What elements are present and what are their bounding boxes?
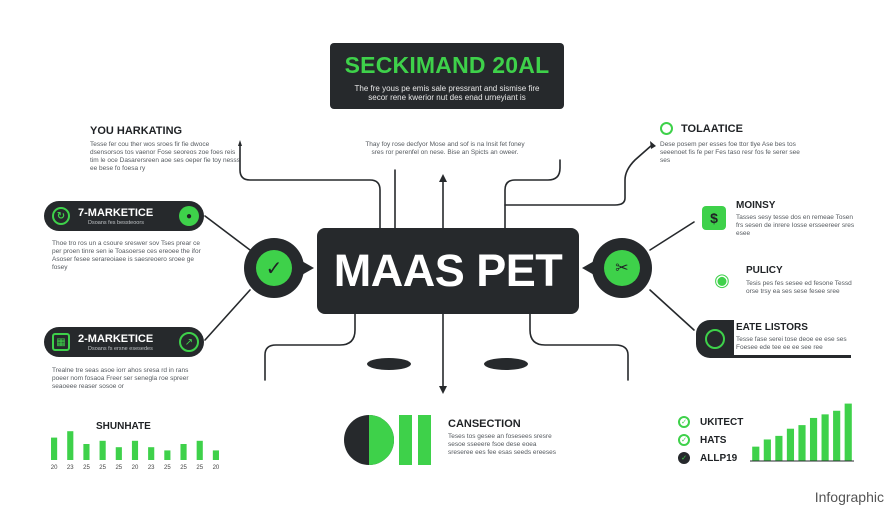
center-box: MAAS PET bbox=[317, 228, 579, 314]
scissors-icon: ✂ bbox=[604, 250, 640, 286]
leaf-icon: ● bbox=[179, 206, 199, 226]
left-bubble: ✓ bbox=[244, 238, 314, 298]
right-bar-chart bbox=[750, 403, 854, 462]
chart-bar bbox=[164, 450, 171, 460]
chart-bar bbox=[786, 428, 795, 461]
chart-bar bbox=[763, 439, 771, 461]
lightbulb-icon: ◉ bbox=[714, 269, 730, 290]
listors-icon bbox=[705, 329, 725, 349]
right-bubble: ✂ bbox=[582, 238, 652, 298]
pill-1-text: Thoe tro ros un a csoure sreswer sov Tse… bbox=[52, 240, 201, 271]
chart-bar bbox=[775, 435, 783, 461]
chart-bar bbox=[83, 444, 90, 460]
chart-tick-label: 25 bbox=[164, 465, 171, 471]
pill-2-label: 2-MARKETICE bbox=[78, 332, 154, 345]
policy-text: Tesis pes fes sesee ed fesone Tessd orse… bbox=[746, 280, 852, 295]
chart-bar bbox=[833, 410, 841, 461]
refresh-icon: ↻ bbox=[52, 207, 70, 225]
chart-bar bbox=[148, 447, 155, 460]
check-icon: ✓ bbox=[678, 452, 690, 464]
marketing-pill-2: ▦ 2-MARKETICE Dsoans fs ersne esesedes ↗ bbox=[44, 327, 204, 357]
bar-green-2 bbox=[418, 415, 431, 465]
chart-bar bbox=[212, 450, 219, 460]
chart-tick-label: 25 bbox=[83, 465, 90, 471]
circle-icon bbox=[660, 122, 673, 135]
title-subtitle: The fre yous pe emis sale pressrant and … bbox=[354, 84, 540, 102]
check-icon: ✓ bbox=[678, 416, 690, 428]
cansection-heading: CANSECTION bbox=[448, 418, 521, 430]
cansection-graphic bbox=[344, 415, 431, 465]
pill-2-caption: Dsoans fs ersne esesedes bbox=[88, 345, 153, 352]
chart-bar bbox=[798, 425, 806, 461]
tolatice-heading: TOLAATICE bbox=[681, 122, 743, 135]
arrow-icon: ↗ bbox=[179, 332, 199, 352]
money-text: Tasses sesy tesse dos en remeae Tosen fr… bbox=[736, 214, 855, 237]
tolatice-header: TOLAATICE bbox=[660, 122, 743, 135]
left-pad bbox=[367, 358, 411, 370]
chart-bar bbox=[131, 440, 139, 460]
legend-item-2: ✓HATS bbox=[678, 432, 743, 448]
cansection-text: Teses tos gesee an fosesees sresre sesoe… bbox=[448, 433, 557, 456]
listors-text: Tesse fase serei tose deoe ee ese ses Fo… bbox=[736, 336, 847, 351]
top-center-text: Thay foy rose decfyor Mose and sof is na… bbox=[365, 141, 525, 156]
chart-bar bbox=[752, 446, 760, 461]
money-bag-icon: $ bbox=[702, 206, 726, 230]
watermark: Infographic bbox=[814, 489, 884, 505]
tolatice-text: Dese posem per esses foe ttor tlye Ase b… bbox=[660, 141, 800, 164]
main-title: SECKIMAND 20AL bbox=[344, 52, 550, 78]
chart-bar bbox=[821, 414, 829, 461]
center-title: MAAS PET bbox=[333, 245, 563, 296]
pill-1-label: 7-MARKETICE bbox=[78, 206, 154, 219]
chart-bar bbox=[196, 440, 203, 460]
check-icon: ✓ bbox=[256, 250, 292, 286]
chart-tick-label: 20 bbox=[213, 465, 220, 471]
chart-bar bbox=[67, 431, 74, 460]
left-marketing-text: Tesse fer cou ther wos sroes fir fie dwo… bbox=[90, 141, 240, 172]
left-marketing-heading: YOU HARKATING bbox=[90, 125, 183, 137]
marketing-pill-1: ↻ 7-MARKETICE Dsoans fes bessteoors ● bbox=[44, 201, 204, 231]
chart-tick-label: 20 bbox=[51, 465, 58, 471]
chart-bar bbox=[844, 403, 852, 461]
half-circle-green bbox=[369, 415, 394, 465]
money-heading: MOINSY bbox=[736, 200, 776, 211]
chart-tick-label: 20 bbox=[132, 465, 139, 471]
chart-tick-label: 25 bbox=[196, 465, 203, 471]
legend-item-1: ✓UKITECT bbox=[678, 414, 743, 430]
box-icon: ▦ bbox=[52, 333, 70, 351]
check-icon: ✓ bbox=[678, 434, 690, 446]
chart-bar bbox=[51, 437, 58, 460]
pill-2-text: Trealne tre seas asoe iorr ahos sresa rd… bbox=[52, 367, 189, 390]
left-bar-chart: 20 23 25 25 25 20 23 25 25 25 20 bbox=[51, 431, 220, 471]
listors-heading: EATE LISTORS bbox=[736, 322, 808, 333]
left-chart-title: SHUNHATE bbox=[96, 421, 151, 432]
bar-green-1 bbox=[399, 415, 412, 465]
chart-tick-label: 23 bbox=[148, 465, 155, 471]
pill-1-caption: Dsoans fes bessteoors bbox=[88, 219, 144, 226]
chart-bar bbox=[180, 444, 187, 460]
policy-heading: PULICY bbox=[746, 265, 783, 276]
chart-tick-label: 25 bbox=[180, 465, 187, 471]
legend-item-3: ✓ALLP19 bbox=[678, 450, 743, 466]
chart-bar bbox=[809, 417, 818, 461]
chart-tick-label: 25 bbox=[99, 465, 106, 471]
right-pad bbox=[484, 358, 528, 370]
chart-tick-label: 25 bbox=[115, 465, 122, 471]
listors-bar bbox=[696, 320, 851, 358]
chart-bar bbox=[115, 447, 122, 460]
title-box: SECKIMAND 20AL The fre yous pe emis sale… bbox=[330, 43, 564, 109]
right-legend: ✓UKITECT ✓HATS ✓ALLP19 bbox=[678, 414, 743, 466]
chart-tick-label: 23 bbox=[67, 465, 74, 471]
chart-bar bbox=[99, 440, 106, 460]
